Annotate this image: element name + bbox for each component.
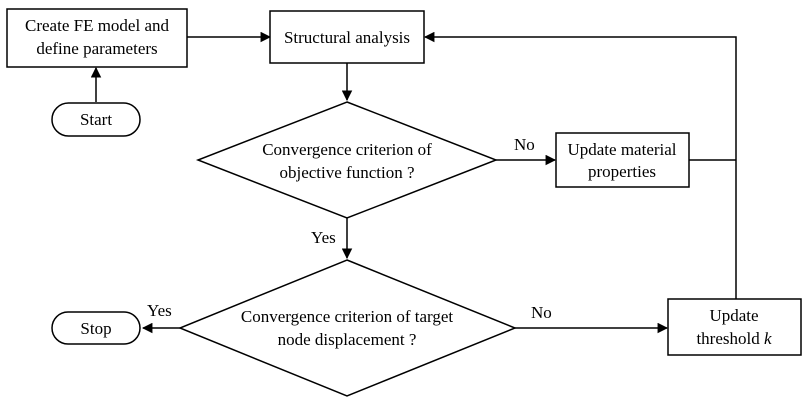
update-threshold-line2: threshold k — [696, 329, 772, 348]
create-model-line1: Create FE model and — [25, 16, 169, 35]
start-label: Start — [80, 110, 112, 129]
edge-labels: No Yes Yes No — [147, 135, 552, 322]
edge-threshold-feedback — [423, 31, 737, 299]
threshold-variable: k — [764, 329, 772, 348]
displacement-decision-line2: node displacement ? — [278, 330, 417, 349]
update-threshold-word: threshold — [696, 329, 760, 348]
objective-decision-line2: objective function ? — [279, 163, 414, 182]
update-material-line1: Update material — [567, 140, 676, 159]
structural-analysis-label: Structural analysis — [284, 28, 410, 47]
update-material-node: Update material properties — [555, 132, 690, 188]
displacement-decision-line1: Convergence criterion of target — [241, 307, 454, 326]
create-model-node: Create FE model and define parameters — [6, 8, 188, 68]
objective-decision-line1: Convergence criterion of — [262, 140, 432, 159]
displacement-decision-node: Convergence criterion of target node dis… — [178, 259, 517, 397]
objective-yes-label: Yes — [311, 228, 336, 247]
update-material-line2: properties — [588, 162, 656, 181]
stop-node: Stop — [51, 311, 141, 345]
start-node: Start — [51, 102, 141, 137]
displacement-yes-label: Yes — [147, 301, 172, 320]
objective-no-label: No — [514, 135, 535, 154]
create-model-line2: define parameters — [36, 39, 157, 58]
objective-decision-node: Convergence criterion of objective funct… — [195, 101, 499, 219]
displacement-no-label: No — [531, 303, 552, 322]
stop-label: Stop — [80, 319, 111, 338]
update-threshold-line1: Update — [709, 306, 758, 325]
update-threshold-node: Update threshold k — [667, 298, 802, 356]
connectors — [90, 31, 737, 334]
structural-analysis-node: Structural analysis — [269, 10, 425, 64]
